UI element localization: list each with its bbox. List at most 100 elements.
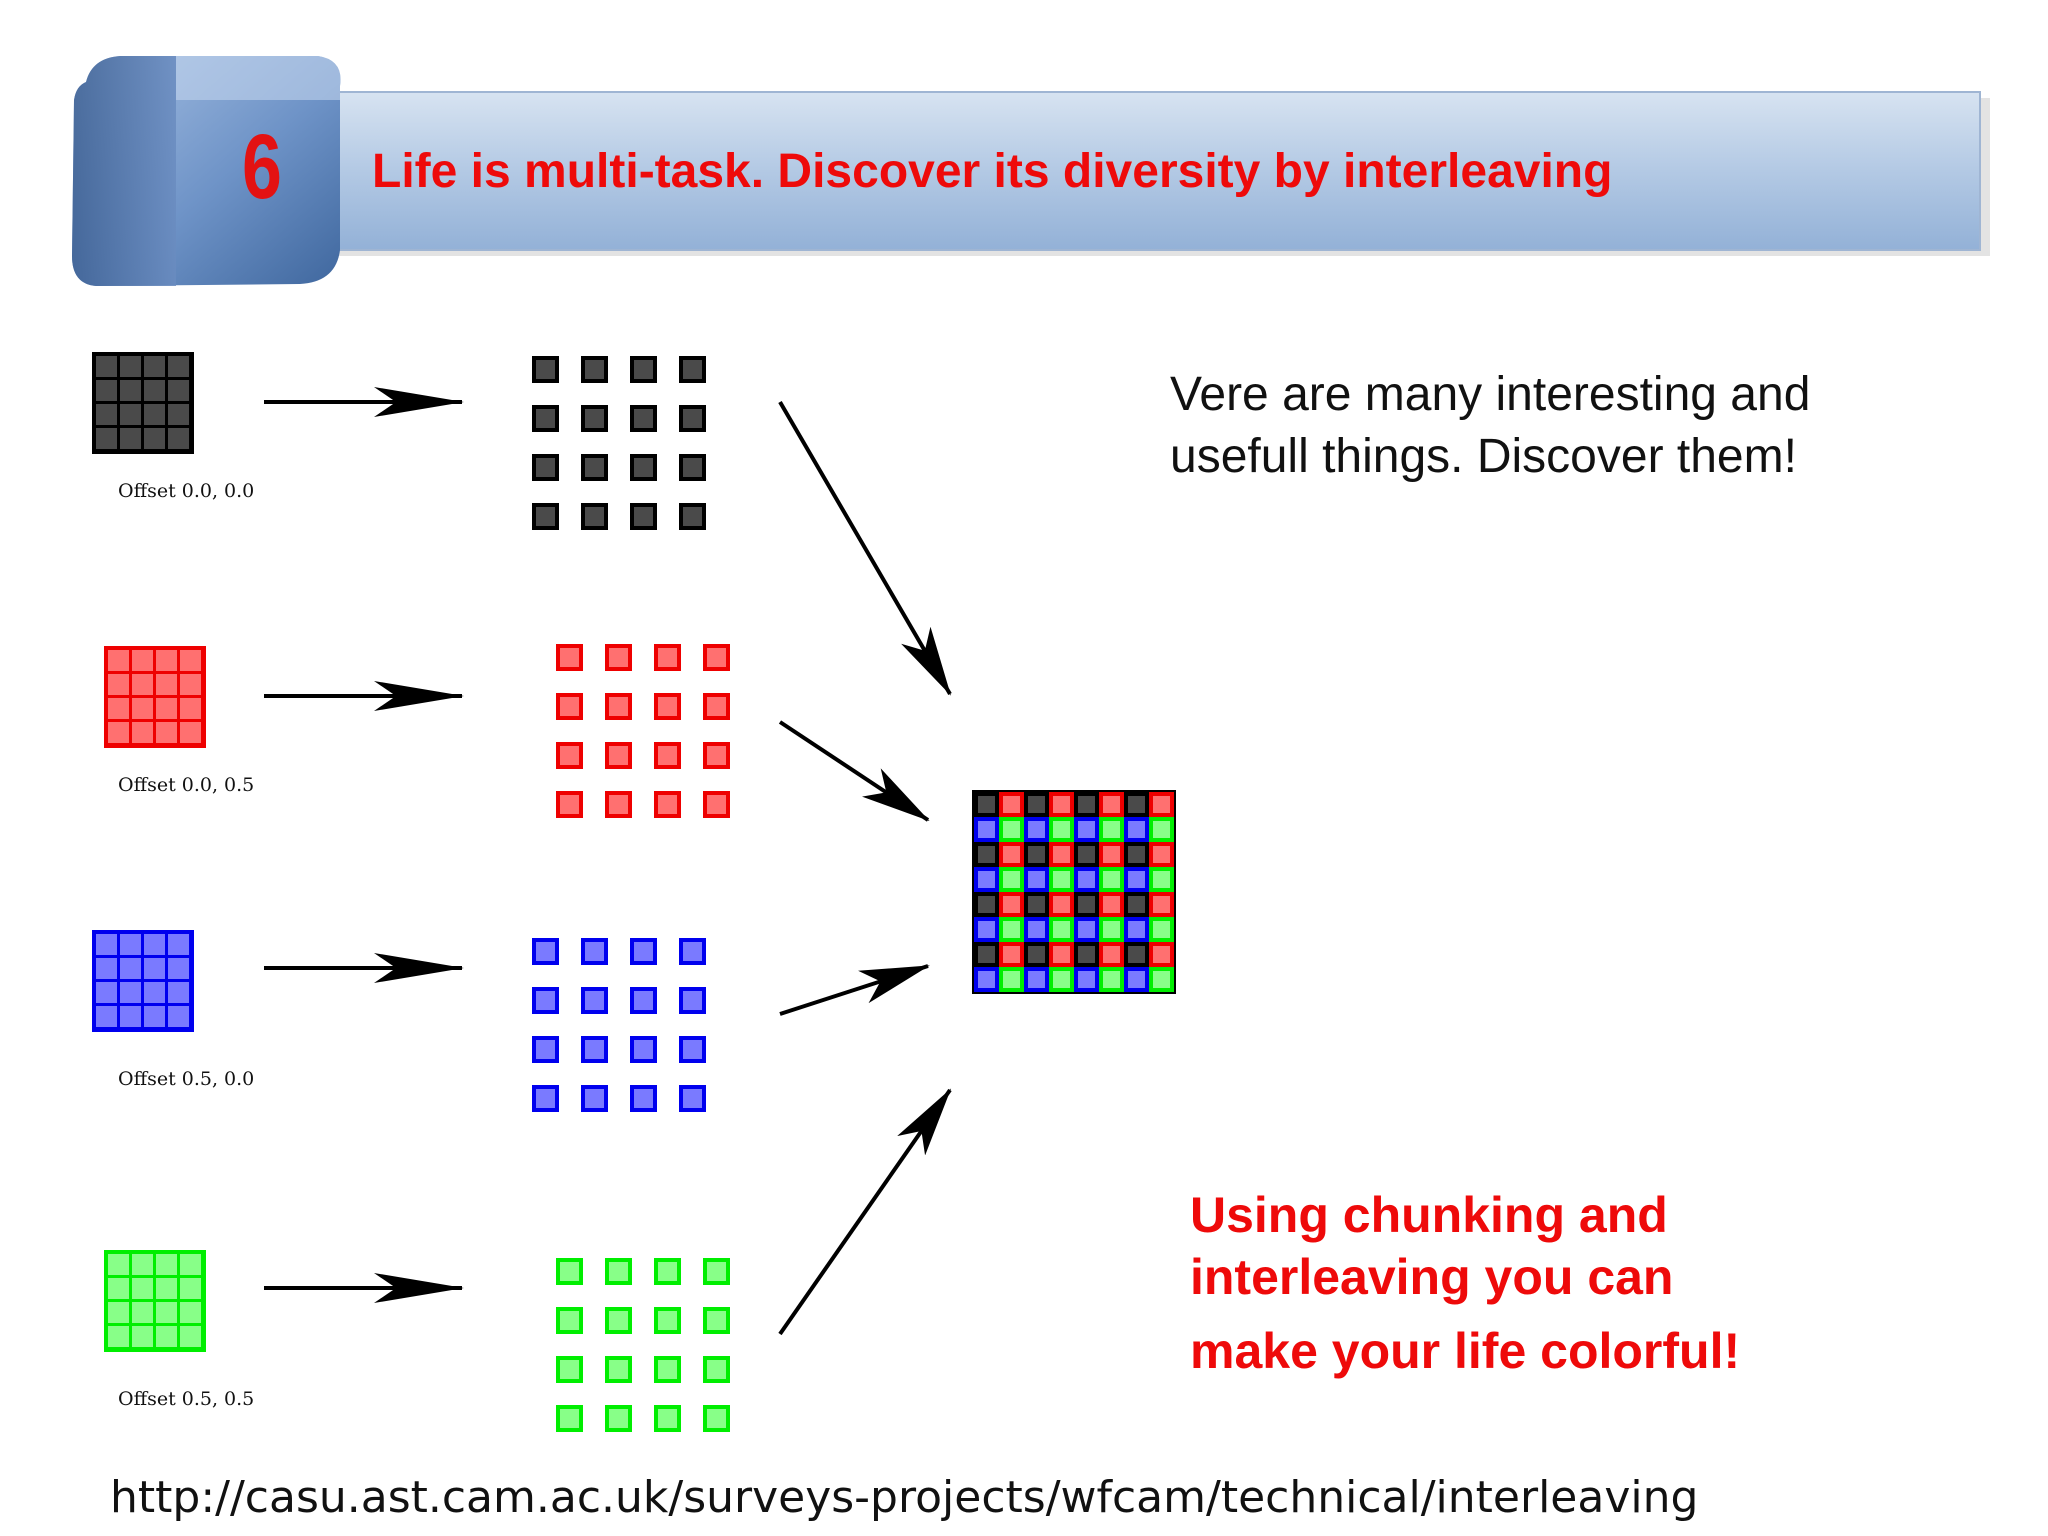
- source-grid-cell: [180, 1278, 201, 1299]
- source-grid-cell: [132, 674, 153, 695]
- source-grid-cell: [156, 1278, 177, 1299]
- combined-cell-red: [1049, 942, 1074, 967]
- intro-line: Vere are many interesting and: [1170, 368, 1811, 421]
- spread-grid-square: [581, 938, 608, 965]
- source-grid-cell: [120, 428, 141, 449]
- combined-cell-green: [1099, 917, 1124, 942]
- combined-cell-blue: [1074, 817, 1099, 842]
- spread-grid-square: [581, 987, 608, 1014]
- intro-line: usefull things. Discover them!: [1170, 430, 1797, 483]
- spread-grid-square: [703, 1356, 730, 1383]
- source-grid-cell: [96, 934, 117, 955]
- spread-grid-square: [703, 693, 730, 720]
- combined-cell-red: [1149, 942, 1174, 967]
- spread-grid-square: [679, 503, 706, 530]
- combined-cell-green: [999, 867, 1024, 892]
- combined-cell-black: [1074, 942, 1099, 967]
- combined-cell-red: [1049, 892, 1074, 917]
- spread-grid-square: [703, 1405, 730, 1432]
- combined-cell-green: [1149, 867, 1174, 892]
- spread-grid-square: [532, 1036, 559, 1063]
- source-grid-cell: [168, 404, 189, 425]
- combined-cell-red: [1149, 792, 1174, 817]
- spread-grid-square: [605, 1307, 632, 1334]
- arrow-to-combined-red: [778, 720, 930, 822]
- spread-grid-square: [605, 693, 632, 720]
- spread-grid-square: [630, 454, 657, 481]
- source-grid-cell: [180, 674, 201, 695]
- spread-grid-square: [630, 1036, 657, 1063]
- source-grids: [92, 352, 206, 1352]
- combined-cell-green: [1049, 917, 1074, 942]
- combined-cell-blue: [1124, 817, 1149, 842]
- source-grid-cell: [120, 404, 141, 425]
- source-grid-cell: [156, 1254, 177, 1275]
- source-grid-cell: [120, 380, 141, 401]
- spread-grid-square: [605, 1356, 632, 1383]
- combined-cell-red: [1099, 792, 1124, 817]
- source-grid-cell: [168, 380, 189, 401]
- spread-grid-square: [630, 405, 657, 432]
- source-grid-cell: [108, 1326, 129, 1347]
- source-grid-cell: [108, 674, 129, 695]
- combined-cell-red: [1099, 892, 1124, 917]
- source-grid-cell: [144, 428, 165, 449]
- spread-grid-square: [556, 742, 583, 769]
- source-grid-cell: [144, 934, 165, 955]
- spread-grid-square: [679, 1085, 706, 1112]
- source-grid-cell: [144, 380, 165, 401]
- spread-grid-square: [679, 938, 706, 965]
- slide-number: 6: [242, 115, 282, 218]
- combined-cell-black: [974, 792, 999, 817]
- spread-grid-square: [605, 644, 632, 671]
- interleaved-grid: [972, 790, 1176, 994]
- combined-cell-red: [1099, 842, 1124, 867]
- combined-cell-red: [999, 942, 1024, 967]
- source-grid-cell: [120, 958, 141, 979]
- combined-cell-black: [1074, 792, 1099, 817]
- source-grid-cell: [108, 722, 129, 743]
- spread-grid-blue: [532, 938, 706, 1112]
- source-grid-cell: [180, 722, 201, 743]
- spread-grid-square: [556, 644, 583, 671]
- source-grid-cell: [96, 428, 117, 449]
- source-grid-cell: [132, 1278, 153, 1299]
- combined-cell-green: [1149, 917, 1174, 942]
- source-grid-cell: [168, 982, 189, 1003]
- combined-cell-black: [1024, 942, 1049, 967]
- combined-cell-green: [999, 917, 1024, 942]
- spread-grid-square: [654, 644, 681, 671]
- combined-cell-green: [1049, 967, 1074, 992]
- spread-grid-square: [679, 356, 706, 383]
- source-grid-cell: [156, 674, 177, 695]
- spread-grid-square: [532, 987, 559, 1014]
- source-grid-cell: [168, 934, 189, 955]
- source-grid-cell: [180, 1302, 201, 1323]
- combined-cell-green: [1099, 967, 1124, 992]
- source-grid-cell: [96, 404, 117, 425]
- arrow-to-combined-black: [778, 400, 952, 696]
- combined-cell-blue: [1074, 967, 1099, 992]
- source-grid-cell: [180, 650, 201, 671]
- combined-cell-blue: [1124, 967, 1149, 992]
- combined-cell-black: [1024, 792, 1049, 817]
- spread-grid-square: [581, 454, 608, 481]
- spread-grid-square: [654, 1405, 681, 1432]
- conclusion-line: make your life colorful!: [1190, 1323, 1741, 1379]
- spread-grid-square: [556, 791, 583, 818]
- spread-grid-square: [556, 1258, 583, 1285]
- offset-label-green: Offset 0.5, 0.5: [118, 1388, 255, 1410]
- source-grid-cell: [156, 650, 177, 671]
- combined-cell-red: [1099, 942, 1124, 967]
- source-grid-cell: [120, 1006, 141, 1027]
- spread-grid-square: [703, 1258, 730, 1285]
- spread-grid-square: [654, 1258, 681, 1285]
- combined-cell-green: [1149, 817, 1174, 842]
- source-grid-cell: [96, 356, 117, 377]
- combined-cell-blue: [974, 867, 999, 892]
- combined-cell-blue: [1074, 917, 1099, 942]
- source-grid-cell: [168, 356, 189, 377]
- spread-grid-square: [654, 693, 681, 720]
